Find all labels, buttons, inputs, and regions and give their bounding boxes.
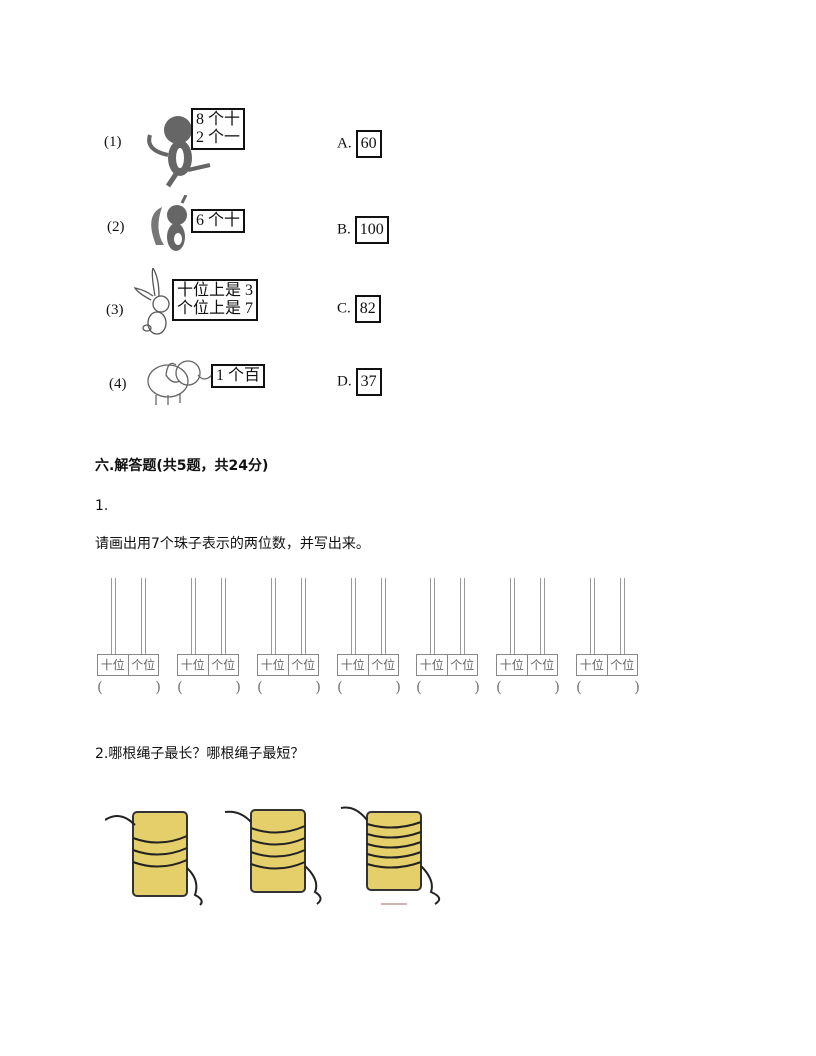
open-paren: ( <box>177 678 183 696</box>
close-paren: ) <box>235 678 241 696</box>
abacus-unit: 十位个位 () <box>576 578 640 703</box>
elephant-icon <box>147 360 213 405</box>
place-value-box: 十位个位 <box>257 654 319 676</box>
option-value: 82 <box>354 295 381 323</box>
ones-label: 个位 <box>211 658 236 672</box>
tens-label: 十位 <box>258 655 289 675</box>
abacus-unit: 十位个位 () <box>337 578 401 703</box>
option-value: 100 <box>354 216 389 244</box>
ones-label: 个位 <box>131 658 156 672</box>
section-heading: 六.解答题(共5题，共24分) <box>95 458 269 474</box>
item-2-box: 6 个十 <box>191 209 246 233</box>
option-letter: C. <box>337 300 351 317</box>
open-paren: ( <box>496 678 502 696</box>
close-paren: ) <box>634 678 640 696</box>
tens-label: 十位 <box>338 655 369 675</box>
option-letter: B. <box>337 221 351 238</box>
tens-label: 十位 <box>178 655 209 675</box>
option-a: A.60 <box>337 130 382 158</box>
item-2-label: (2) <box>107 219 125 235</box>
ones-label: 个位 <box>610 658 635 672</box>
option-c: C.82 <box>337 295 381 323</box>
item-3-box: 十位上是 3 个位上是 7 <box>172 279 259 321</box>
question-2-text: 2.哪根绳子最长？哪根绳子最短？ <box>95 746 305 762</box>
ones-rod <box>381 578 386 654</box>
open-paren: ( <box>416 678 422 696</box>
abacus-unit: 十位个位 () <box>177 578 241 703</box>
rope-cylinder-3 <box>340 806 441 905</box>
question-1-number: 1. <box>95 498 109 514</box>
tens-label: 十位 <box>98 655 129 675</box>
place-value-box: 十位个位 <box>97 654 159 676</box>
rabbit-icon <box>133 268 170 335</box>
abacus-unit: 十位个位 () <box>97 578 161 703</box>
ones-label: 个位 <box>291 658 316 672</box>
item-1-box: 8 个十 2 个一 <box>191 108 246 150</box>
question-1-text: 请画出用7个珠子表示的两位数，并写出来。 <box>95 536 370 552</box>
close-paren: ) <box>155 678 161 696</box>
place-value-box: 十位个位 <box>337 654 399 676</box>
tens-rod <box>590 578 595 654</box>
answer-blank[interactable]: () <box>337 678 401 696</box>
item-1-label: (1) <box>104 134 122 150</box>
place-value-box: 十位个位 <box>576 654 638 676</box>
open-paren: ( <box>337 678 343 696</box>
abacus-unit: 十位个位 () <box>257 578 321 703</box>
answer-blank[interactable]: () <box>416 678 480 696</box>
ones-rod <box>221 578 226 654</box>
ones-rod <box>460 578 465 654</box>
ones-label: 个位 <box>371 658 396 672</box>
rope-cylinder-2 <box>224 809 322 905</box>
item-4-label: (4) <box>109 376 127 392</box>
ropes-illustration <box>105 806 441 906</box>
option-letter: D. <box>337 373 352 390</box>
option-letter: A. <box>337 135 352 152</box>
tens-label: 十位 <box>497 655 528 675</box>
place-value-box: 十位个位 <box>177 654 239 676</box>
ones-rod <box>141 578 146 654</box>
open-paren: ( <box>97 678 103 696</box>
squirrel-icon <box>151 195 188 251</box>
ones-rod <box>540 578 545 654</box>
answer-blank[interactable]: () <box>576 678 640 696</box>
close-paren: ) <box>554 678 560 696</box>
ones-label: 个位 <box>530 658 555 672</box>
ones-rod <box>301 578 306 654</box>
answer-blank[interactable]: () <box>496 678 560 696</box>
tens-rod <box>191 578 196 654</box>
close-paren: ) <box>474 678 480 696</box>
answer-blank[interactable]: () <box>97 678 161 696</box>
monkey-icon <box>147 116 211 188</box>
tens-rod <box>271 578 276 654</box>
abacus-unit: 十位个位 () <box>416 578 480 703</box>
tens-label: 十位 <box>417 655 448 675</box>
ones-label: 个位 <box>450 658 475 672</box>
tens-rod <box>430 578 435 654</box>
option-d: D.37 <box>337 368 382 396</box>
place-value-box: 十位个位 <box>496 654 558 676</box>
place-value-box: 十位个位 <box>416 654 478 676</box>
option-value: 60 <box>355 130 382 158</box>
tens-rod <box>111 578 116 654</box>
tens-rod <box>510 578 515 654</box>
rope-cylinder-1 <box>105 811 203 906</box>
open-paren: ( <box>257 678 263 696</box>
close-paren: ) <box>315 678 321 696</box>
answer-blank[interactable]: () <box>177 678 241 696</box>
open-paren: ( <box>576 678 582 696</box>
tens-rod <box>351 578 356 654</box>
close-paren: ) <box>395 678 401 696</box>
answer-blank[interactable]: () <box>257 678 321 696</box>
ones-rod <box>620 578 625 654</box>
tens-label: 十位 <box>577 655 608 675</box>
item-3-label: (3) <box>106 302 124 318</box>
abacus-unit: 十位个位 () <box>496 578 560 703</box>
option-b: B.100 <box>337 216 389 244</box>
item-4-box: 1 个百 <box>211 364 266 388</box>
option-value: 37 <box>355 368 382 396</box>
